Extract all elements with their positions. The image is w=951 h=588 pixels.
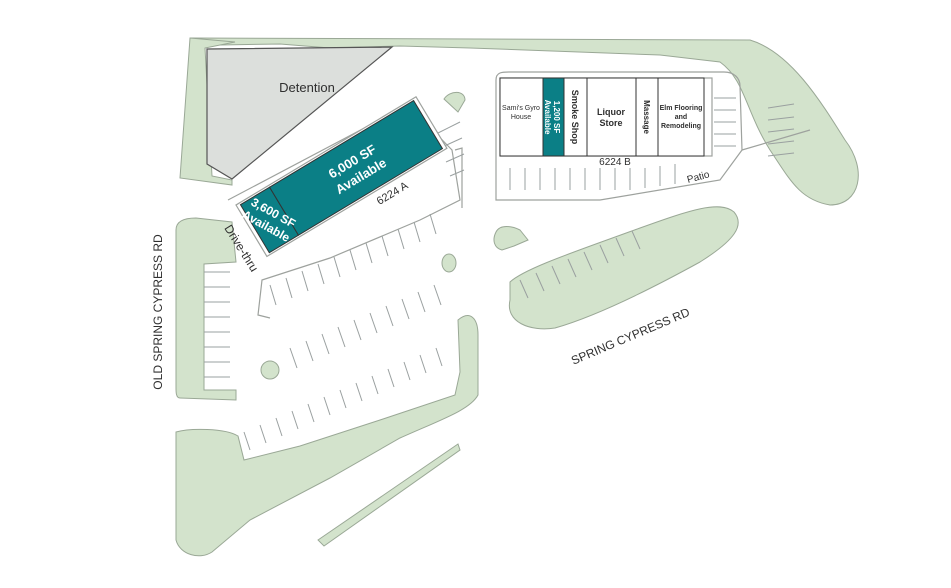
suite-elm-line3: Remodeling (661, 123, 701, 130)
pavement-west-curb (454, 147, 463, 208)
landscape-island-small (493, 226, 529, 251)
suite-liquor-line1: Liquor (597, 107, 625, 117)
parking-row-east-median (519, 230, 641, 299)
suite-liquor-line2: Store (599, 118, 622, 128)
suite-massage-label: Massage (642, 100, 651, 134)
parking-row-middle (289, 284, 442, 369)
pavement-building-b-pad (495, 71, 743, 201)
suite-samis-gyro-house[interactable] (499, 77, 544, 157)
suite-smoke-shop-label: Smoke Shop (570, 90, 580, 145)
landscape-southwest-area (175, 315, 479, 557)
suite-samis-line2: House (511, 114, 531, 121)
suite-1200-size: 1,200 SF (552, 101, 561, 134)
landscape-island-oval (441, 253, 457, 273)
building-6224-b: Sami's Gyro House 1,200 SF Available Smo… (499, 77, 713, 186)
building-b-number: 6224 B (599, 157, 631, 168)
parking-row-b-east (714, 97, 736, 147)
landscape-island-round (260, 360, 280, 380)
suite-elm-line1: Elm Flooring (660, 105, 703, 112)
road-old-spring-cypress: OLD SPRING CYPRESS RD (151, 234, 165, 390)
landscape-east-median (508, 206, 739, 330)
suite-elm-flooring[interactable] (657, 77, 705, 157)
parking-row-a-front (269, 213, 437, 306)
suite-1200-status: Available (543, 100, 552, 135)
parking-row-b-front (509, 164, 676, 190)
suite-elm-line2: and (675, 114, 687, 121)
suite-6000-sf[interactable] (268, 99, 444, 236)
landscape-south-median (317, 443, 461, 547)
suite-liquor-store[interactable] (586, 77, 637, 157)
parking-row-south (243, 347, 443, 451)
parking-stalls (204, 97, 795, 451)
parking-row-far-east (767, 103, 795, 157)
detention-label: Detention (279, 80, 335, 95)
pavement-east-curb (741, 129, 811, 151)
parking-row-west (204, 271, 230, 378)
landscape-island-curb (443, 91, 466, 113)
landscape-west-strip (175, 217, 237, 401)
detention-area (206, 46, 394, 180)
suite-samis-line1: Sami's Gyro (502, 105, 540, 112)
